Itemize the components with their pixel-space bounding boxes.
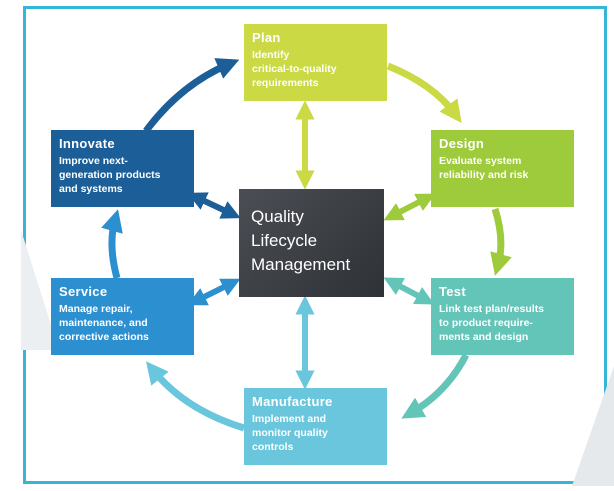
stage-innovate: Innovate Improve next- generation produc…: [51, 130, 194, 207]
arrow-innovate-to-plan: [143, 58, 240, 134]
stage-plan-title: Plan: [252, 30, 281, 45]
stage-service-title: Service: [59, 284, 108, 299]
stage-manufacture-description: Implement and monitor quality controls: [252, 413, 328, 453]
stage-manufacture-title: Manufacture: [252, 394, 333, 409]
arrow-service-to-innovate: [101, 209, 123, 279]
stage-test-title: Test: [439, 284, 466, 299]
background-shadow-right: [572, 366, 614, 486]
stage-innovate-description: Improve next- generation products and sy…: [59, 155, 161, 195]
stage-service: Service Manage repair, maintenance, and …: [51, 278, 194, 355]
stage-design: Design Evaluate system reliability and r…: [431, 130, 574, 207]
stage-service-description: Manage repair, maintenance, and correcti…: [59, 303, 149, 343]
arrow-test-to-manufacture: [401, 353, 470, 419]
link-center-design: [383, 193, 436, 221]
arrow-plan-to-design: [386, 62, 462, 124]
stage-test-description: Link test plan/results to product requir…: [439, 303, 545, 343]
stage-design-description: Evaluate system reliability and risk: [439, 155, 529, 181]
center-hub: Quality Lifecycle Management: [239, 189, 384, 297]
stage-manufacture: Manufacture Implement and monitor qualit…: [244, 388, 387, 465]
stage-plan-description: Identify critical-to-quality requirement…: [252, 49, 337, 89]
stage-plan: Plan Identify critical-to-quality requir…: [244, 24, 387, 101]
link-center-innovate: [187, 192, 241, 219]
link-center-test: [383, 277, 435, 305]
arrow-design-to-test: [490, 207, 512, 276]
stage-design-title: Design: [439, 136, 485, 151]
stage-test: Test Link test plan/results to product r…: [431, 278, 574, 355]
arrow-manufacture-to-service: [146, 361, 246, 432]
link-center-service: [187, 278, 241, 306]
stage-innovate-title: Innovate: [59, 136, 115, 151]
center-hub-title: Quality Lifecycle Management: [251, 207, 351, 274]
